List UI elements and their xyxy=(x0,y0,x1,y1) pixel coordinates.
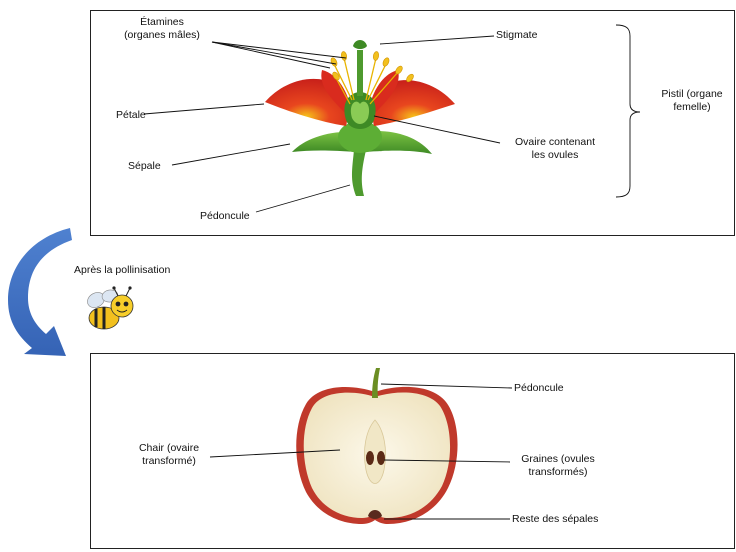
flower-stigma xyxy=(353,40,367,49)
bee-icon xyxy=(85,286,133,329)
transition-arrow xyxy=(8,228,72,356)
seeds-label-line2: transformés) xyxy=(508,466,608,479)
sepal-label: Sépale xyxy=(128,160,161,173)
stamens-label-line2: (organes mâles) xyxy=(112,29,212,42)
flower-leader-lines xyxy=(144,36,500,212)
flesh-label-line2: transformé) xyxy=(124,455,214,468)
peduncle-leader xyxy=(256,185,350,212)
seeds-label-line1: Graines (ovules xyxy=(508,453,608,466)
stamens-label-line1: Étamines xyxy=(112,16,212,29)
stamens-leader-2 xyxy=(212,42,336,64)
pistil-brace xyxy=(616,25,640,197)
sepal-leader xyxy=(172,144,290,165)
ovary-label-line1: Ovaire contenant xyxy=(500,136,610,149)
ovary-label-line2: les ovules xyxy=(500,149,610,162)
stigma-leader xyxy=(380,36,494,44)
pistil-label: Pistil (organe femelle) xyxy=(650,88,734,114)
flower-stem xyxy=(352,150,366,196)
apple-seed-right xyxy=(377,451,385,465)
apple-illustration xyxy=(296,368,457,524)
flower-style xyxy=(357,50,363,96)
stamens-leader-1 xyxy=(212,42,346,58)
ovary-label: Ovaire contenant les ovules xyxy=(500,136,610,162)
petal-label: Pétale xyxy=(116,109,146,122)
pistil-label-line2: femelle) xyxy=(650,101,734,114)
seeds-label: Graines (ovules transformés) xyxy=(508,453,608,479)
pistil-label-line1: Pistil (organe xyxy=(650,88,734,101)
flower-peduncle-label: Pédoncule xyxy=(200,210,250,223)
flower-illustration xyxy=(265,40,455,196)
flower-anthers xyxy=(330,51,415,83)
sepals-remains-label: Reste des sépales xyxy=(512,513,598,526)
stamens-leader-3 xyxy=(212,42,330,68)
apple-peduncle-label: Pédoncule xyxy=(514,382,564,395)
pollination-label: Après la pollinisation xyxy=(74,264,170,277)
apple-seed-left xyxy=(366,451,374,465)
stamens-label: Étamines (organes mâles) xyxy=(112,16,212,42)
flesh-label: Chair (ovaire transformé) xyxy=(124,442,214,468)
petal-leader xyxy=(144,104,264,114)
stigma-label: Stigmate xyxy=(496,29,537,42)
flesh-label-line1: Chair (ovaire xyxy=(124,442,214,455)
